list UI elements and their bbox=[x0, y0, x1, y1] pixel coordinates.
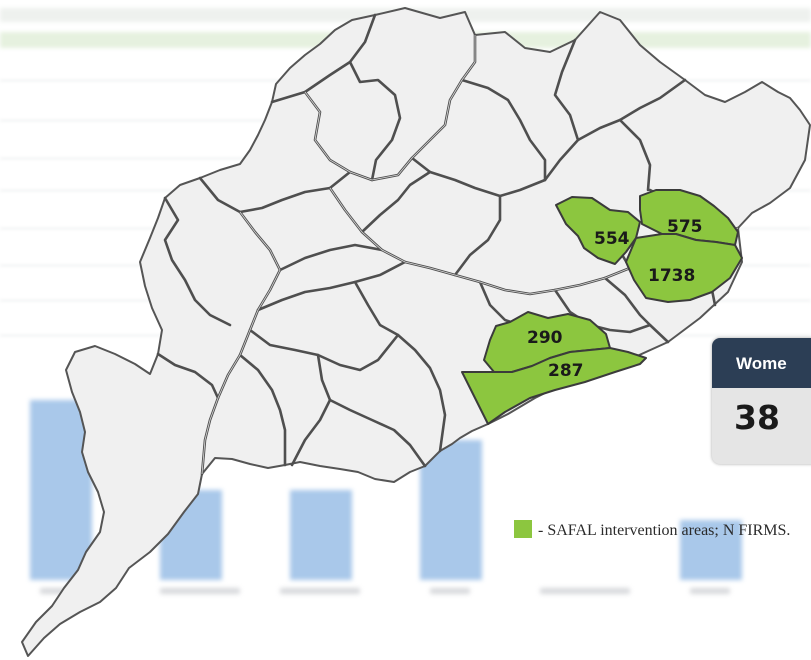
district-287-value: 287 bbox=[548, 361, 584, 381]
district-290-value: 290 bbox=[527, 328, 563, 348]
background-bar-label bbox=[690, 588, 730, 594]
background-bar bbox=[30, 400, 92, 580]
district-287 bbox=[461, 347, 647, 425]
women-card-title: Wome bbox=[712, 338, 811, 388]
background-bar-label bbox=[430, 588, 470, 594]
background-bar bbox=[290, 490, 352, 580]
background-bar-label bbox=[280, 588, 360, 594]
legend-text: - SAFAL intervention areas; N FIRMS. bbox=[538, 522, 791, 539]
district-554 bbox=[555, 196, 641, 265]
legend-swatch bbox=[514, 520, 532, 538]
district-575-value: 575 bbox=[667, 217, 703, 237]
background-bar-label bbox=[540, 588, 630, 594]
state-outline bbox=[21, 7, 811, 657]
background-bar-label bbox=[160, 588, 240, 594]
women-stat-card: Wome 38 bbox=[712, 338, 811, 464]
women-card-value: 38 bbox=[734, 398, 780, 437]
background-bar-chart bbox=[0, 380, 811, 630]
district-1738 bbox=[625, 233, 743, 303]
background-bar bbox=[420, 440, 482, 580]
background-bar bbox=[680, 520, 742, 580]
district-554-value: 554 bbox=[594, 229, 630, 249]
district-1738-value: 1738 bbox=[648, 266, 695, 286]
